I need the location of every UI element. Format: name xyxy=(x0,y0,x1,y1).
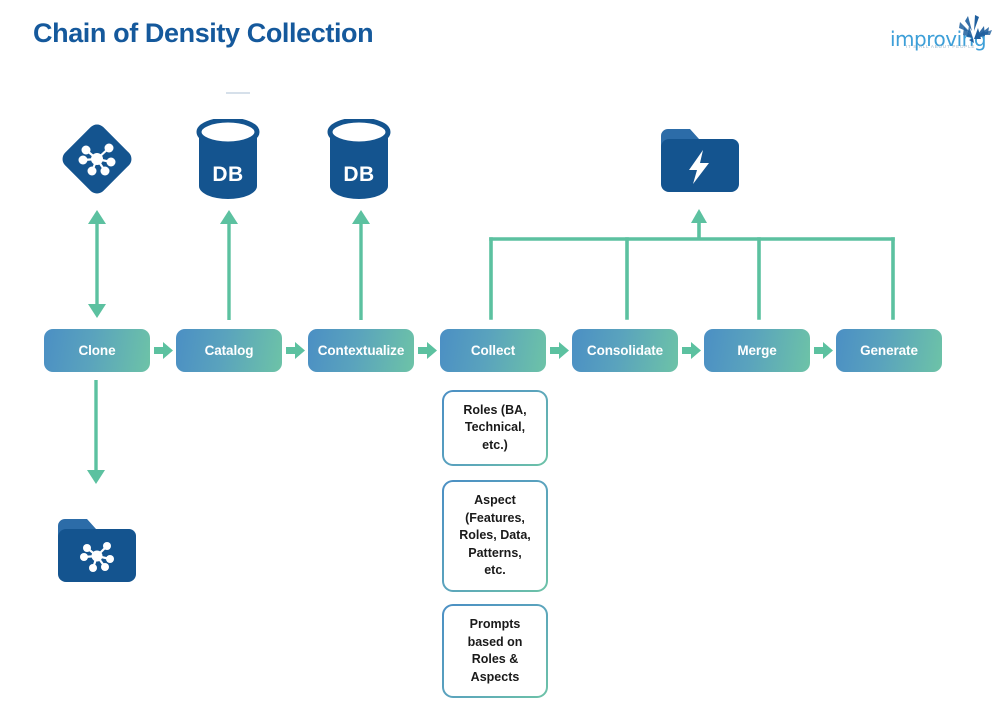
connector-contextualize-to-database xyxy=(352,210,370,320)
folder-bolt-icon xyxy=(661,129,739,192)
pipeline-step-catalog[interactable]: Catalog xyxy=(176,329,282,372)
detail-box-prompts[interactable]: Prompts based on Roles & Aspects xyxy=(442,604,548,698)
detail-box-text: Aspect (Features, Roles, Data, Patterns,… xyxy=(459,493,531,578)
detail-box-aspect[interactable]: Aspect (Features, Roles, Data, Patterns,… xyxy=(442,480,548,592)
arrow-right-icon xyxy=(550,342,569,359)
arrow-right-icon xyxy=(154,342,173,359)
starburst-icon xyxy=(959,15,992,43)
database-icon-context: DB xyxy=(327,117,391,199)
cylinder-shape xyxy=(327,117,391,199)
pipeline-step-collect[interactable]: Collect xyxy=(440,329,546,372)
connector-clone-to-network-diamond xyxy=(88,210,106,318)
arrow-right-icon xyxy=(682,342,701,359)
database-icon-catalog: DB xyxy=(196,117,260,199)
pipeline-step-label: Contextualize xyxy=(317,343,405,358)
arrow-right-icon xyxy=(418,342,437,359)
pipeline-step-generate[interactable]: Generate xyxy=(836,329,942,372)
connector-collect-group-to-folder-bolt xyxy=(489,209,895,320)
pipeline-step-label: Merge xyxy=(737,343,777,358)
pipeline-step-label: Generate xyxy=(860,343,918,358)
pipeline-step-clone[interactable]: Clone xyxy=(44,329,150,372)
brand-tagline: IT'S ALL ABOUT PEOPLE xyxy=(906,44,976,49)
pipeline-step-merge[interactable]: Merge xyxy=(704,329,810,372)
pipeline-step-label: Consolidate xyxy=(586,343,664,358)
page-title: Chain of Density Collection xyxy=(33,18,374,48)
network-diamond-icon xyxy=(62,124,132,194)
detail-box-roles[interactable]: Roles (BA, Technical, etc.) xyxy=(442,390,548,466)
connector-catalog-to-database xyxy=(220,210,238,320)
pipeline-step-label: Clone xyxy=(78,343,116,358)
cylinder-shape xyxy=(196,117,260,199)
brand-logo: improving IT'S ALL ABOUT PEOPLE xyxy=(884,9,992,54)
detail-box-text: Roles (BA, Technical, etc.) xyxy=(463,402,527,452)
pipeline-step-consolidate[interactable]: Consolidate xyxy=(572,329,678,372)
folder-network-icon xyxy=(58,519,136,582)
pipeline-step-label: Catalog xyxy=(204,343,254,358)
arrow-right-icon xyxy=(286,342,305,359)
connector-clone-to-folder-network xyxy=(87,380,105,484)
detail-box-text: Prompts based on Roles & Aspects xyxy=(467,617,523,684)
pipeline-step-label: Collect xyxy=(470,343,516,358)
decorative-line xyxy=(226,92,250,94)
arrow-right-icon xyxy=(814,342,833,359)
pipeline-step-contextualize[interactable]: Contextualize xyxy=(308,329,414,372)
